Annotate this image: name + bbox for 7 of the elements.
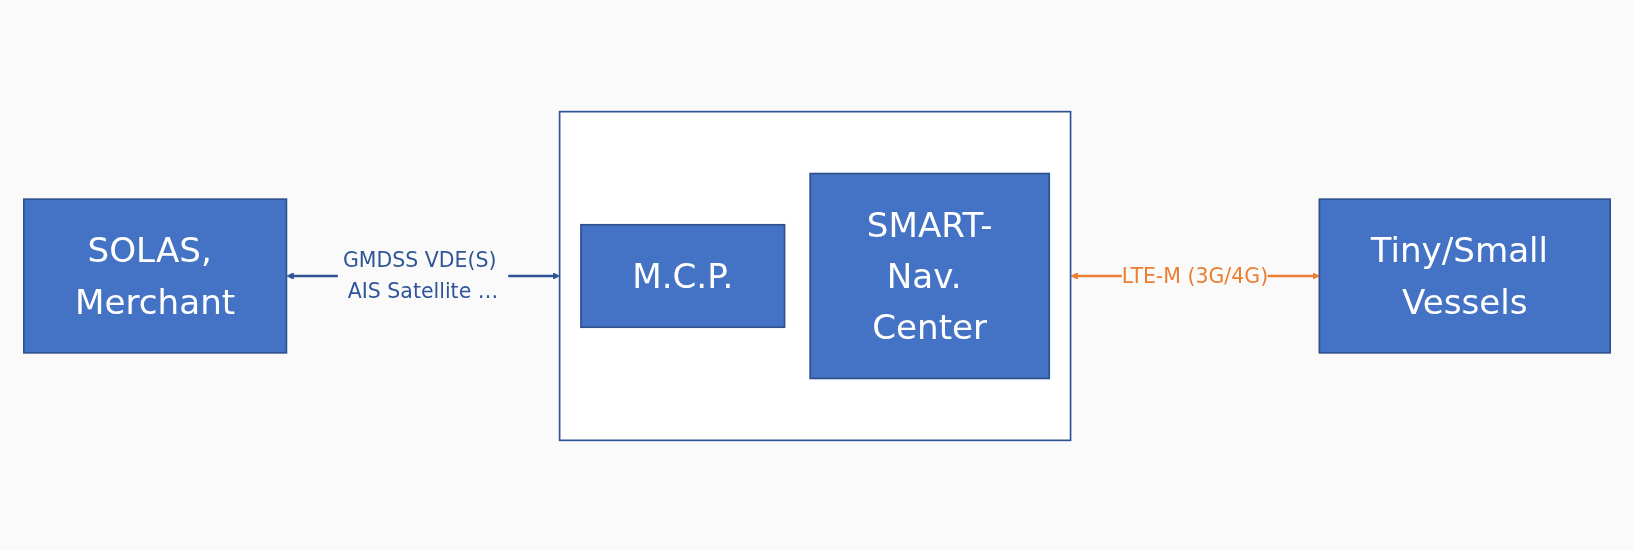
node-box: M.C.P. (580, 223, 786, 328)
node-box: Tiny/Small Vessels (1318, 197, 1612, 354)
node-box: SOLAS, Merchant (22, 197, 288, 354)
edge-label: LTE-M (3G/4G) (1121, 263, 1269, 288)
cluster (558, 110, 1072, 441)
node-box: SMART-Nav. Center (809, 172, 1051, 379)
edge-label: GMDSS VDE(S) AIS Satellite … (342, 248, 499, 303)
